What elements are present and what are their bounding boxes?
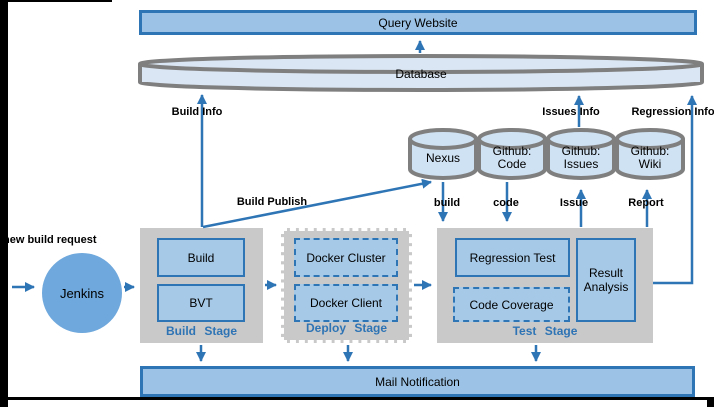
frame-bottom-line [0,397,714,400]
result-analysis-box: Result Analysis [576,238,636,322]
deploy-stage-container: Docker Cluster Docker Client Deploy Stag… [281,228,412,343]
github-code-label-line1: Github: [492,144,532,158]
regression-test-box: Regression Test [455,238,570,277]
jenkins-label: Jenkins [59,285,105,301]
result-analysis-label-line2: Analysis [583,280,629,294]
edge-label-regression-info: Regression Info [631,106,714,118]
github-wiki-label-line2: Wiki [638,157,662,171]
deploy-stage-label: Deploy Stage [305,321,388,335]
jenkins-node: Jenkins [42,253,122,333]
mail-notification-node: Mail Notification [140,366,695,397]
github-code-label-line2: Code [497,157,527,171]
edge-label-report: Report [628,197,664,209]
code-coverage-box: Code Coverage [453,287,570,322]
edge-label-issues-info: Issues Info [542,106,600,118]
test-stage-container: Regression Test Code Coverage Result Ana… [437,228,653,343]
build-box-label: Build [187,250,215,265]
frame-top-line [0,0,112,2]
build-box: Build [157,238,245,277]
regression-test-label: Regression Test [469,250,556,265]
database-label: Database [395,67,447,81]
query-website-node: Query Website [139,10,697,35]
docker-client-label: Docker Client [309,296,383,310]
frame-left-bar [0,0,8,407]
github-issues-label-line1: Github: [561,144,601,158]
docker-cluster-label: Docker Cluster [306,250,386,265]
edge-label-build-info: Build Info [171,106,223,118]
docker-client-box: Docker Client [294,284,398,322]
github-issues-label: Github: Issues [548,145,614,171]
result-analysis-label-line1: Result [588,266,623,280]
bvt-box-label: BVT [189,296,213,310]
edge-label-build-publish: Build Publish [236,196,308,208]
build-stage-container: Build BVT Build Stage [140,228,263,343]
github-issues-label-line2: Issues [563,157,599,171]
bvt-box: BVT [157,284,245,322]
edge-label-build: build [433,197,461,209]
test-stage-label: Test Stage [512,324,578,338]
nexus-label-line1: Nexus [425,151,460,165]
docker-cluster-box: Docker Cluster [294,238,398,277]
edge-label-issue: Issue [559,197,589,209]
nexus-label: Nexus [410,152,476,165]
code-coverage-label: Code Coverage [469,297,554,312]
arrow-regression-info [653,95,697,285]
github-code-label: Github: Code [479,145,545,171]
frame-bottom-right-notch [707,397,714,407]
github-wiki-label: Github: Wiki [617,145,683,171]
edge-label-new-build-request: new build request [3,234,97,246]
github-wiki-label-line1: Github: [630,144,670,158]
mail-notification-label: Mail Notification [375,374,460,389]
query-website-label: Query Website [378,15,458,30]
edge-label-code: code [493,197,519,209]
build-stage-label: Build Stage [165,324,237,338]
